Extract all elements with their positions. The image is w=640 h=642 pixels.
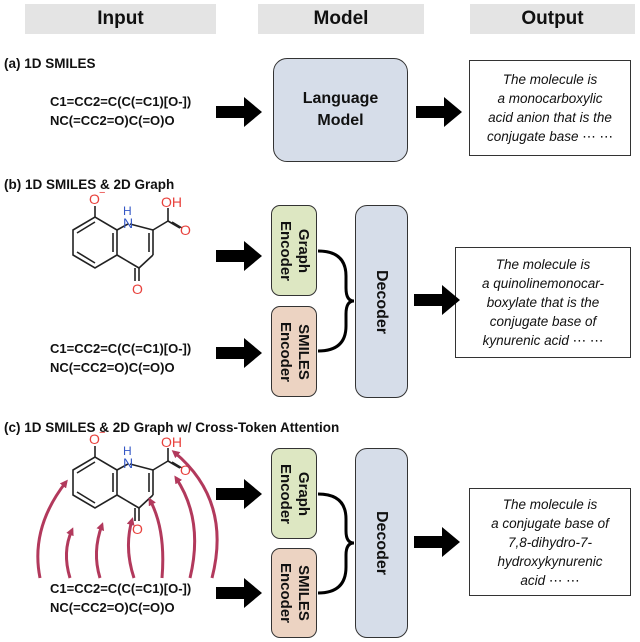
- smiles-encoder-box: SMILES Encoder: [271, 548, 317, 638]
- graph-input-arrow: [216, 479, 262, 509]
- smiles-line: C1=CC2=C(C(=C1)[O-]): [50, 94, 192, 109]
- attention-arrow: [148, 497, 165, 579]
- output-line: The molecule is: [495, 257, 591, 272]
- language-model-box: Language Model: [273, 58, 408, 162]
- charge-sign: −: [99, 187, 105, 199]
- hydroxyl-group: OH: [161, 434, 182, 450]
- decoder-box: Decoder: [355, 205, 408, 398]
- output-line: kynurenic acid ⋯ ⋯: [482, 333, 604, 348]
- section-a-label: (a) 1D SMILES: [4, 56, 96, 71]
- output-line: acid ⋯ ⋯: [520, 572, 580, 588]
- attention-arrow: [174, 475, 197, 579]
- hydrogen-atom: H: [123, 444, 132, 458]
- output-line: acid anion that is the: [488, 110, 612, 125]
- model-header: Model: [258, 4, 424, 34]
- ketone-oxygen: O: [132, 281, 143, 297]
- output-arrow: [416, 97, 462, 127]
- molecule-graph-b: O − N H OH O O: [72, 187, 191, 297]
- language-model-label: Model: [317, 112, 364, 129]
- output-arrow: [414, 285, 460, 315]
- ketone-oxygen: O: [132, 521, 143, 537]
- attention-arrow: [95, 522, 105, 579]
- section-b-smiles: C1=CC2=C(C(=C1)[O-]) NC(=CC2=O)C(=O)O: [50, 339, 191, 377]
- output-arrow: [414, 527, 460, 557]
- attention-arrow: [65, 527, 74, 579]
- input-arrow: [216, 97, 262, 127]
- smiles-line: NC(=CC2=O)C(=O)O: [50, 360, 175, 375]
- attention-arrow: [36, 479, 68, 579]
- graph-encoder-box: Graph Encoder: [271, 448, 317, 539]
- carbonyl-oxygen: O: [180, 462, 191, 478]
- carbonyl-oxygen: O: [180, 222, 191, 238]
- output-line: The molecule is: [502, 72, 598, 87]
- fusion-brace: [317, 492, 355, 595]
- language-model-label: Language: [302, 90, 379, 107]
- section-c-label: (c) 1D SMILES & 2D Graph w/ Cross-Token …: [4, 420, 340, 435]
- oxyanion-atom: O: [89, 431, 100, 447]
- smiles-input-arrow: [216, 338, 262, 368]
- smiles-encoder-box: SMILES Encoder: [271, 306, 317, 397]
- cross-token-attention-arrows: [36, 450, 219, 579]
- smiles-line: C1=CC2=C(C(=C1)[O-]): [50, 341, 192, 356]
- section-b-output: The molecule is a quinolinemonocar- boxy…: [455, 247, 631, 358]
- charge-sign: −: [99, 427, 105, 439]
- molecule-graph-c: O − N H OH O O: [72, 427, 191, 537]
- attention-arrow: [171, 450, 219, 579]
- smiles-line: NC(=CC2=O)C(=O)O: [50, 600, 175, 615]
- oxyanion-atom: O: [89, 191, 100, 207]
- output-line: The molecule is: [502, 496, 598, 512]
- attention-arrow: [126, 517, 136, 579]
- decoder-box: Decoder: [355, 448, 408, 638]
- graph-encoder-box: Graph Encoder: [271, 205, 317, 296]
- hydrogen-atom: H: [123, 204, 132, 218]
- output-line: boxylate that is the: [486, 295, 600, 310]
- nitrogen-atom: N: [123, 455, 133, 471]
- nitrogen-atom: N: [123, 215, 133, 231]
- smiles-line: C1=CC2=C(C(=C1)[O-]): [50, 581, 192, 596]
- output-line: hydroxykynurenic: [497, 553, 603, 569]
- output-line: conjugate base of: [489, 314, 597, 329]
- input-header: Input: [25, 4, 216, 34]
- output-line: a quinolinemonocar-: [481, 276, 605, 291]
- output-header: Output: [470, 4, 635, 34]
- graph-input-arrow: [216, 241, 262, 271]
- section-c-smiles: C1=CC2=C(C(=C1)[O-]) NC(=CC2=O)C(=O)O: [50, 579, 191, 617]
- output-line: conjugate base ⋯ ⋯: [486, 129, 614, 144]
- output-line: a conjugate base of: [491, 515, 609, 531]
- output-line: 7,8-dihydro-7-: [507, 534, 593, 550]
- smiles-line: NC(=CC2=O)C(=O)O: [50, 113, 175, 128]
- hydroxyl-group: OH: [161, 194, 182, 210]
- smiles-input-arrow: [216, 578, 262, 608]
- output-line: a monocarboxylic: [497, 91, 603, 106]
- section-b-label: (b) 1D SMILES & 2D Graph: [4, 177, 175, 192]
- section-a-output: The molecule is a monocarboxylic acid an…: [469, 60, 631, 156]
- section-a-smiles: C1=CC2=C(C(=C1)[O-]) NC(=CC2=O)C(=O)O: [50, 92, 191, 130]
- section-c-output: The molecule is a conjugate base of 7,8-…: [469, 488, 631, 596]
- fusion-brace: [317, 249, 355, 353]
